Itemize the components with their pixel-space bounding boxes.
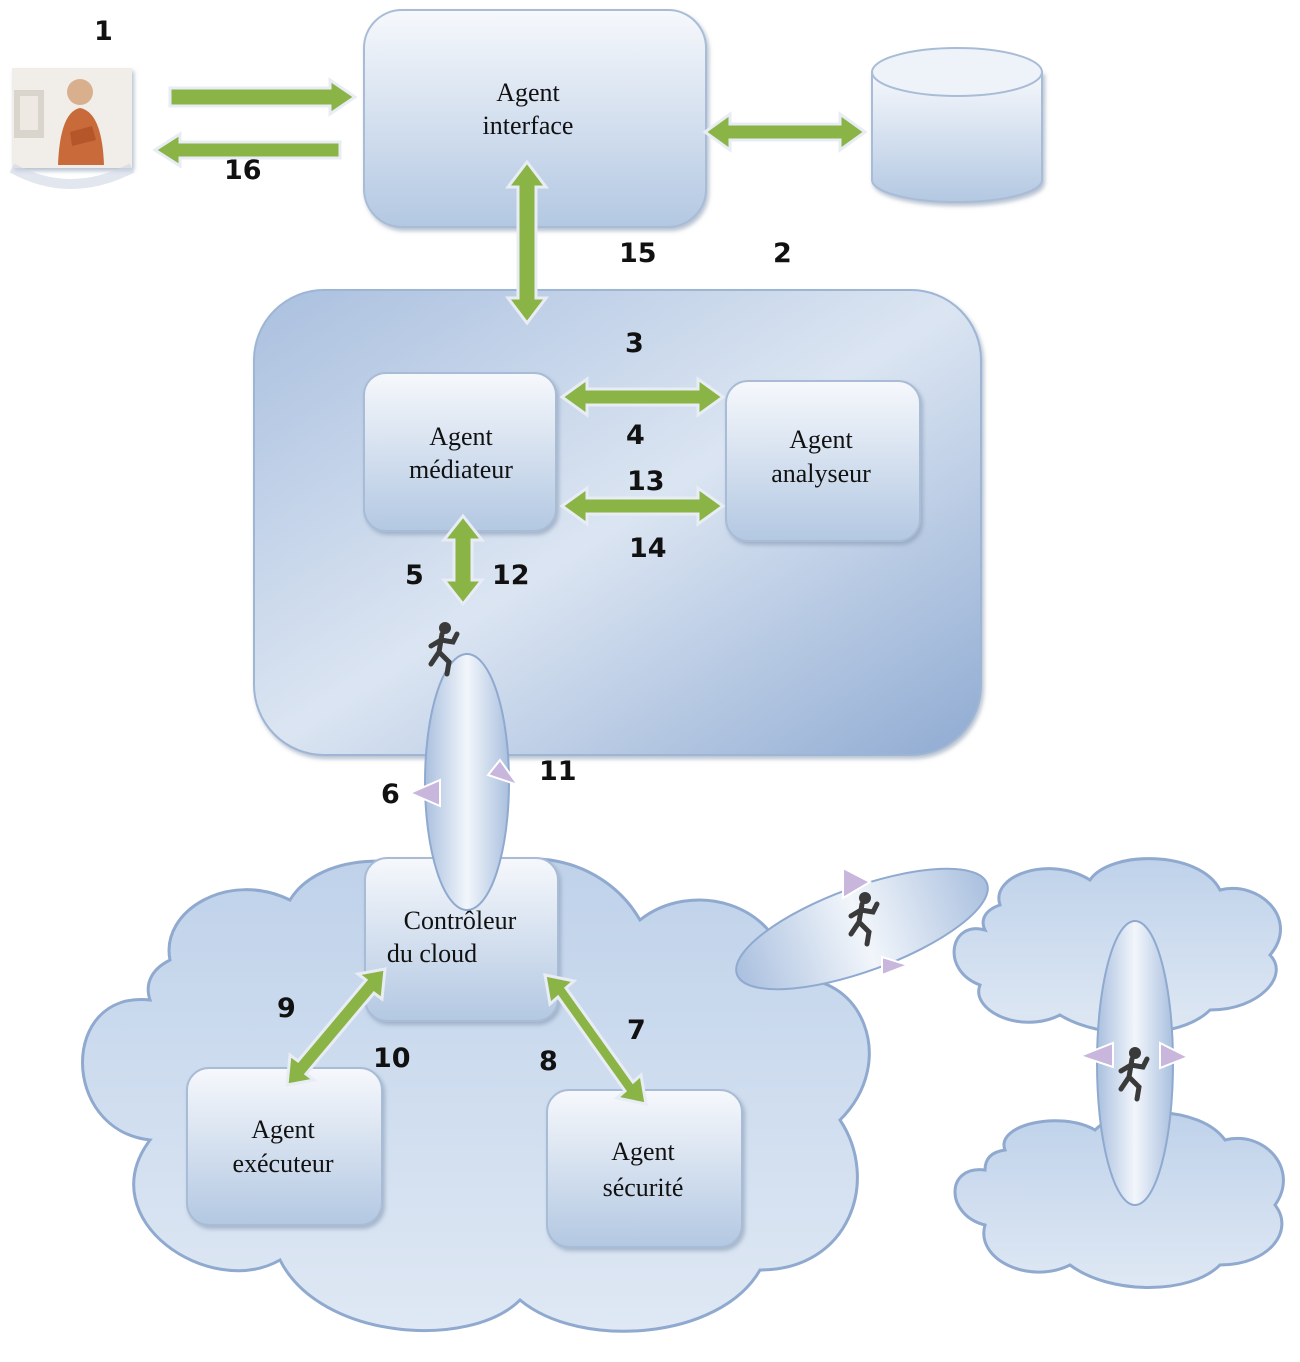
remote-cloud-bottom bbox=[953, 1110, 1285, 1289]
agent-mediateur-box[interactable]: Agent médiateur bbox=[363, 372, 557, 532]
user-shadow bbox=[9, 163, 135, 189]
agent-executeur-label-2: exécuteur bbox=[232, 1149, 333, 1178]
step-12: 12 bbox=[492, 560, 530, 591]
agent-securite-label-1: Agent bbox=[611, 1137, 675, 1166]
migration-marker-11 bbox=[486, 758, 521, 787]
step-10: 10 bbox=[373, 1043, 411, 1074]
step-9: 9 bbox=[277, 993, 296, 1024]
agent-securite-box[interactable]: Agent sécurité bbox=[546, 1089, 743, 1248]
step-8: 8 bbox=[539, 1046, 558, 1077]
database-icon bbox=[871, 47, 1043, 203]
arrow-user-to-interface bbox=[168, 77, 358, 117]
agent-interface-box[interactable]: Agent interface bbox=[363, 9, 707, 228]
arrow-mediateur-down bbox=[440, 513, 486, 607]
step-7: 7 bbox=[627, 1015, 646, 1046]
step-1: 1 bbox=[94, 16, 113, 47]
controleur-label-2: du cloud bbox=[387, 939, 477, 968]
step-11: 11 bbox=[539, 756, 577, 787]
agent-analyseur-label-2: analyseur bbox=[771, 459, 871, 488]
agent-analyseur-label-1: Agent bbox=[789, 425, 853, 454]
step-4: 4 bbox=[626, 420, 645, 451]
step-2: 2 bbox=[773, 238, 792, 269]
controleur-label-1: Contrôleur bbox=[404, 906, 517, 935]
arrow-mediateur-analyseur-top bbox=[559, 376, 726, 418]
arrow-mediateur-analyseur-bottom bbox=[559, 485, 726, 527]
step-6: 6 bbox=[381, 779, 400, 810]
controleur-du-cloud-box[interactable]: Contrôleur du cloud bbox=[364, 857, 559, 1022]
agent-mediateur-label-1: Agent bbox=[429, 422, 493, 451]
step-5: 5 bbox=[405, 560, 424, 591]
user-at-computer-icon bbox=[12, 68, 132, 168]
migration-marker-d bbox=[1159, 1041, 1191, 1070]
agent-analyseur-box[interactable]: Agent analyseur bbox=[725, 380, 921, 542]
arrow-interface-to-user bbox=[152, 131, 342, 169]
arrow-interface-mediateur bbox=[504, 159, 550, 326]
agent-executeur-label-1: Agent bbox=[251, 1115, 315, 1144]
migration-marker-a bbox=[842, 866, 873, 900]
arrow-interface-database bbox=[702, 111, 868, 153]
arrow-controleur-executeur bbox=[285, 967, 387, 1087]
migration-marker-6 bbox=[407, 778, 441, 808]
agent-mediateur-label-2: médiateur bbox=[409, 455, 513, 484]
agent-securite-label-2: sécurité bbox=[603, 1173, 684, 1202]
migration-marker-c bbox=[1077, 1041, 1114, 1069]
step-16: 16 bbox=[224, 155, 262, 186]
arrow-controleur-securite bbox=[543, 973, 648, 1106]
agent-executeur-box[interactable]: Agent exécuteur bbox=[186, 1067, 383, 1226]
agent-interface-label-2: interface bbox=[483, 111, 574, 140]
step-3: 3 bbox=[625, 328, 644, 359]
step-14: 14 bbox=[629, 533, 667, 564]
agent-interface-label-1: Agent bbox=[496, 78, 560, 107]
step-13: 13 bbox=[627, 466, 665, 497]
migration-marker-b bbox=[881, 955, 912, 977]
step-15: 15 bbox=[619, 238, 657, 269]
